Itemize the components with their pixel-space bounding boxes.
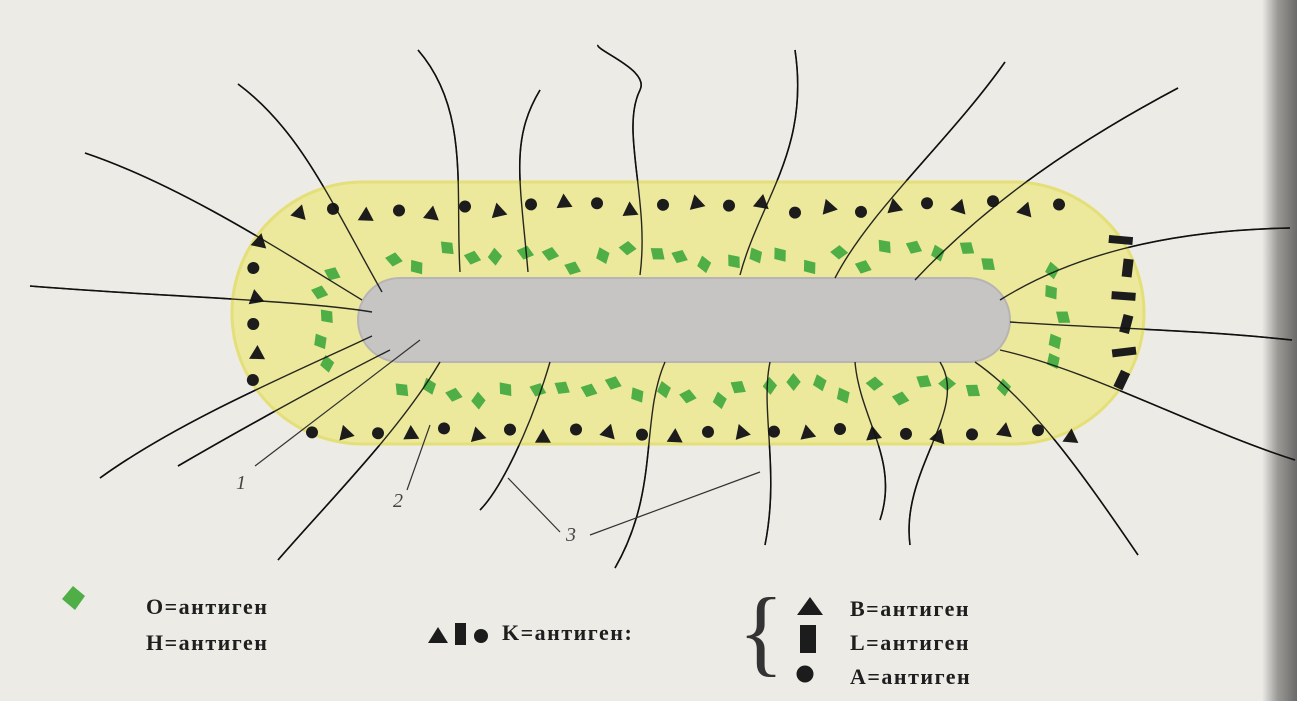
legend-a-antigen: A=антиген: [850, 664, 971, 690]
triangle-icon: [796, 596, 824, 616]
k-antigen-symbols-icon: [426, 622, 492, 646]
pointer-line-3a: [508, 478, 560, 532]
label-1: 1: [236, 472, 246, 495]
k-antigen-mark: [1111, 291, 1136, 301]
label-2: 2: [393, 490, 403, 513]
cell-body: [358, 278, 1010, 362]
green-diamond-icon: [60, 585, 86, 611]
k-antigen-mark: [1122, 258, 1134, 277]
legend-h-antigen: H=антиген: [146, 630, 268, 656]
legend-b-antigen: B=антиген: [850, 596, 970, 622]
circle-icon: [794, 664, 816, 684]
brace-icon: {: [738, 584, 784, 680]
legend-o-antigen: O=антиген: [146, 594, 268, 620]
pointer-line-3b: [590, 472, 760, 535]
triangle-icon: [428, 627, 448, 643]
k-antigen-mark: [900, 428, 912, 440]
k-antigen-mark: [723, 200, 735, 212]
circle-icon: [474, 629, 488, 643]
rectangle-icon: [798, 624, 818, 654]
legend-l-antigen: L=антиген: [850, 630, 970, 656]
label-3: 3: [566, 524, 576, 547]
legend-k-antigen: K=антиген:: [502, 620, 633, 646]
rectangle-icon: [455, 623, 466, 645]
